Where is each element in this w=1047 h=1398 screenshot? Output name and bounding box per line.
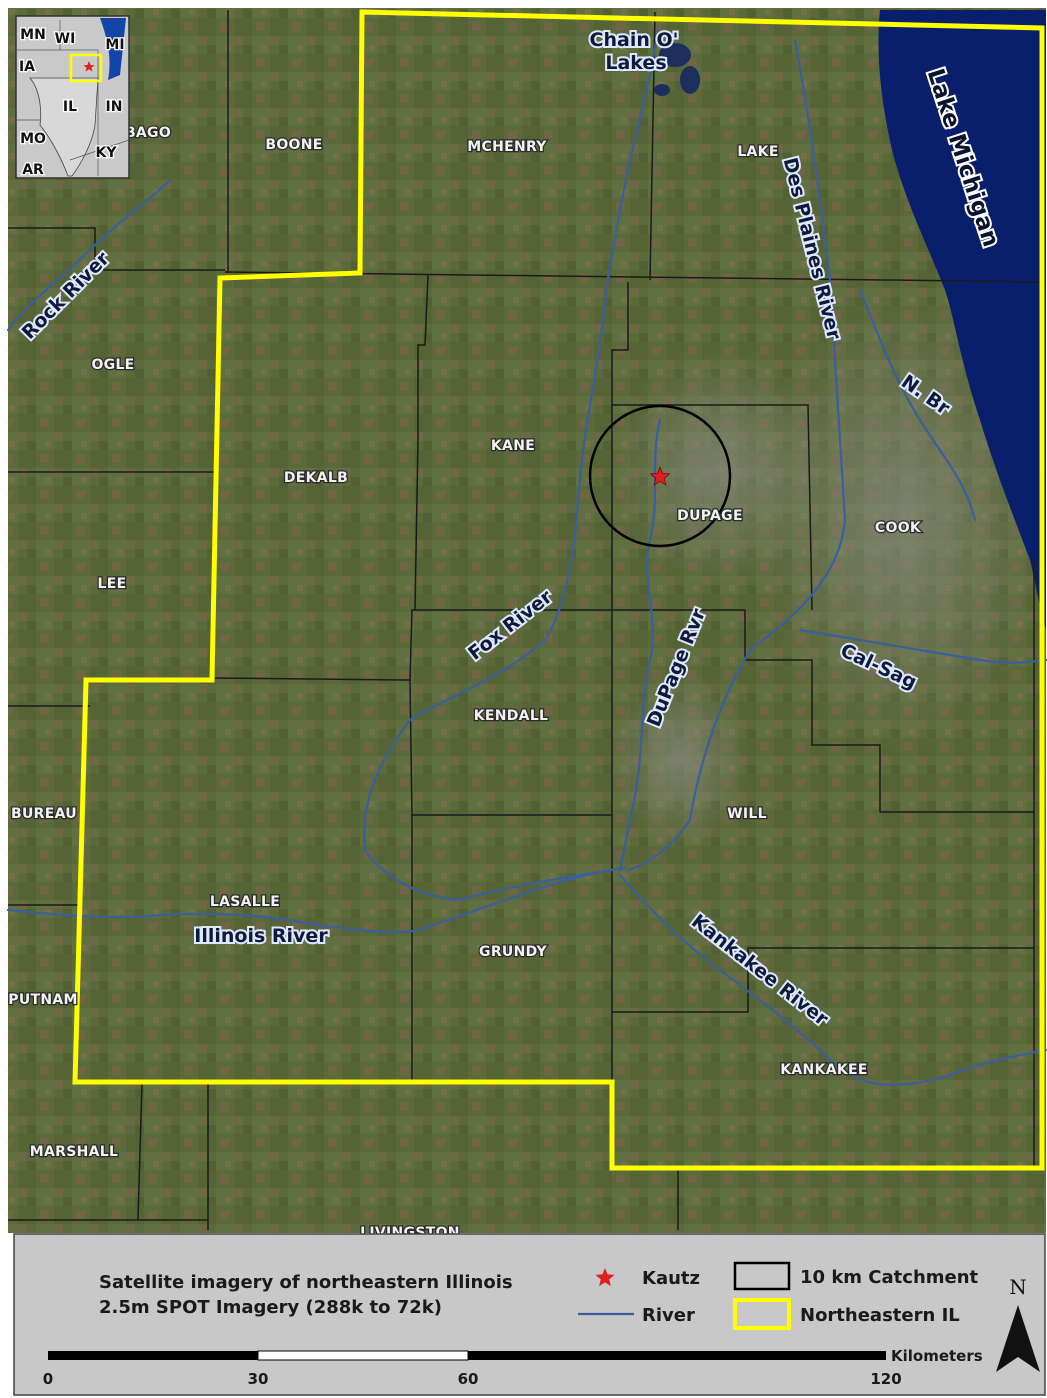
northeastern-il-boundary [72,9,1045,1171]
inset-kautz-star-icon [83,61,95,72]
inset-label-ia: IA [19,59,35,75]
county-label-kankakee: KANKAKEE [780,1062,867,1078]
county-label-bureau: BUREAU [11,806,77,822]
inset-label-il: IL [63,99,77,115]
kankakee-river-line [618,873,1047,1086]
county-label-boone: BOONE [265,137,322,153]
north-label: N [1009,1275,1027,1299]
urban-area-joliet [610,670,750,850]
des-plaines-river-line [626,38,847,872]
label-chain-o-lakes-line1: Chain O' [590,29,679,51]
scale-tick-60: 60 [458,1370,479,1388]
scale-tick-30: 30 [248,1370,269,1388]
inset-label-mn: MN [20,27,46,43]
chain-o-lakes [654,43,700,96]
county-label-marshall: MARSHALL [30,1144,118,1160]
county-label-kendall: KENDALL [474,708,549,724]
inset-label-ky: KY [96,145,118,161]
label-illinois-river: Illinois River [194,925,328,947]
inset-illinois-shape [29,77,99,177]
kautz-site-star-icon [649,466,671,486]
inset-label-ar: AR [22,162,44,178]
inset-label-wi: WI [55,31,76,47]
legend-panel: Satellite imagery of northeastern Illino… [13,1233,1046,1396]
legend-subtitle: 2.5m SPOT Imagery (288k to 72k) [99,1297,442,1318]
scale-tick-120: 120 [870,1370,901,1388]
inset-label-in: IN [106,99,123,115]
county-label-mchenry: MCHENRY [467,139,547,155]
north-branch-line [858,288,977,522]
rock-river-line [6,178,172,332]
urban-area-dupage [610,350,830,590]
north-arrow: N [996,1275,1040,1372]
legend-label-catchment: 10 km Catchment [800,1267,979,1288]
county-label-cook: COOK [875,520,922,536]
inset-label-mo: MO [20,131,46,147]
illinois-river-line [6,866,627,934]
legend-label-kautz: Kautz [642,1268,700,1289]
inset-great-lakes [100,18,126,80]
dupage-river-line [618,418,662,872]
legend-kautz-star-icon [595,1268,615,1287]
scale-unit: Kilometers [891,1347,983,1365]
rivers [6,28,1047,1086]
scale-tick-0: 0 [43,1370,53,1388]
inset-label-mi: MI [105,37,124,53]
inset-study-area-box [69,53,103,83]
north-arrow-icon [996,1305,1040,1372]
county-label-will: WILL [727,806,767,822]
fox-river-line [363,28,660,902]
label-chain-o-lakes-line2: Lakes [605,52,666,74]
county-label-lee: LEE [98,576,127,592]
legend-label-river: River [642,1305,695,1326]
catchment-circle [588,404,732,548]
county-label-grundy: GRUNDY [479,944,547,960]
scale-bar: 0 30 60 120 Kilometers [43,1347,983,1388]
county-label-lake: LAKE [737,144,778,160]
legend-label-neil: Northeastern IL [800,1305,960,1326]
county-label-kane: KANE [491,438,535,454]
county-label-ogle: OGLE [91,357,134,373]
legend-neil-swatch [733,1298,791,1330]
lake-michigan [878,10,1046,630]
cal-sag-line [798,628,1047,664]
county-label-dupage: DUPAGE [677,508,743,524]
legend-title: Satellite imagery of northeastern Illino… [99,1272,513,1293]
county-label-dekalb: DEKALB [284,470,348,486]
county-label-winnebago-partial: BAGO [125,125,171,141]
county-label-lasalle: LASALLE [210,894,280,910]
county-label-putnam: PUTNAM [8,992,77,1008]
county-labels: BOONE MCHENRY LAKE OGLE KANE DEKALB DUPA… [7,124,923,1243]
legend-catchment-swatch [733,1261,791,1291]
locator-inset: MN WI MI IA IL IN MO KY AR [15,15,130,179]
